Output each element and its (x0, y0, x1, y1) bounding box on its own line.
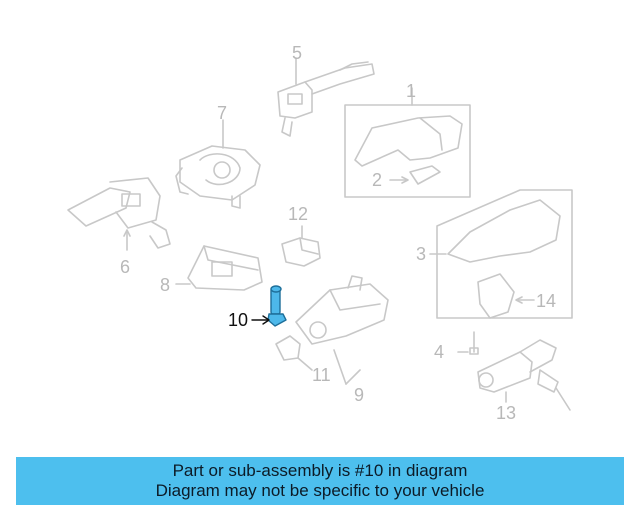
part-5-wiper-switch (277, 57, 375, 137)
callout-3: 3 (416, 244, 427, 264)
callout-12: 12 (288, 204, 309, 224)
part-3-column-cover-lower (429, 189, 573, 319)
callout-9: 9 (354, 385, 365, 405)
part-9-lock-housing (275, 275, 389, 385)
callout-6: 6 (120, 257, 131, 277)
part-8-module (175, 245, 263, 291)
callout-7: 7 (217, 103, 228, 123)
callout-5: 5 (292, 43, 303, 63)
info-banner: Part or sub-assembly is #10 in diagram D… (16, 457, 624, 505)
callout-1: 1 (406, 81, 417, 101)
callout-14: 14 (536, 291, 557, 311)
parts-diagram (67, 57, 573, 411)
part-7-clock-spring (175, 119, 261, 209)
part-1-column-cover-upper (344, 87, 471, 198)
callout-11: 11 (312, 365, 331, 385)
banner-line-1: Part or sub-assembly is #10 in diagram (172, 461, 468, 480)
part-6-signal-switch (67, 177, 171, 251)
callout-8: 8 (160, 275, 171, 295)
banner-line-2: Diagram may not be specific to your vehi… (155, 481, 485, 500)
callout-2: 2 (372, 170, 383, 190)
callout-13: 13 (496, 403, 517, 423)
part-10-bolt (267, 285, 287, 327)
part-12-sensor (281, 225, 321, 267)
part-13-lock-cylinder (477, 339, 571, 411)
callout-10: 10 (228, 310, 249, 330)
callout-4: 4 (434, 342, 445, 362)
part-4-screw (457, 331, 479, 355)
callout-10-arrow (251, 315, 270, 325)
